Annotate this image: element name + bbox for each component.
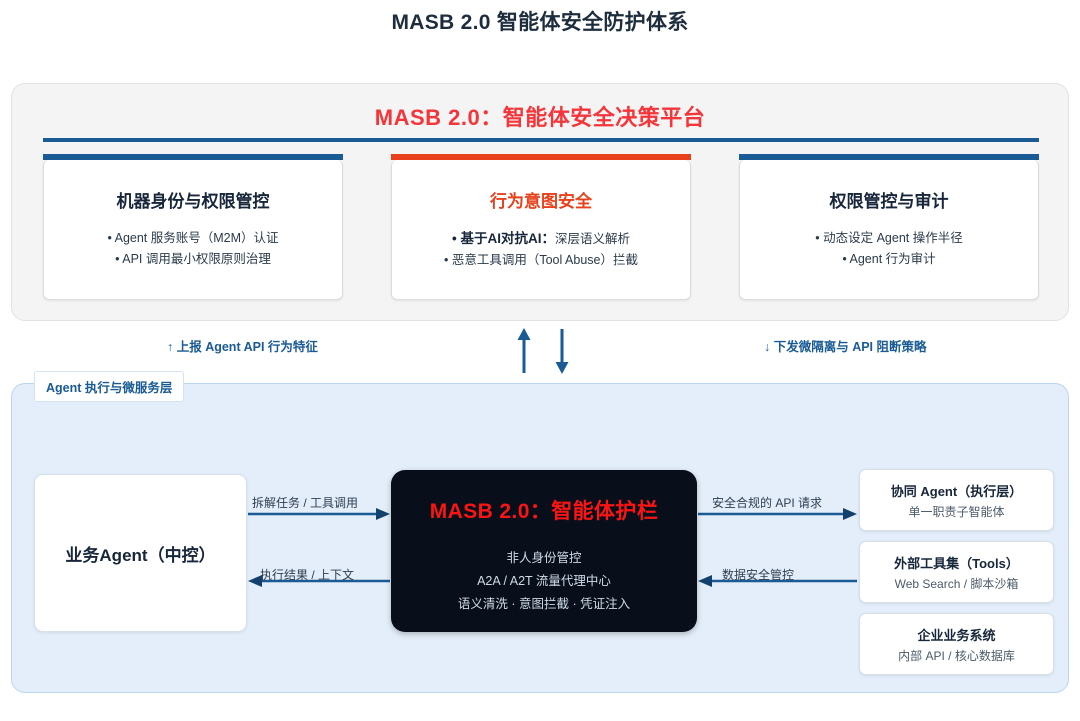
exec-layer-panel: Agent 执行与微服务层 拆解任务 / 工具调用 执行结果 / 上下文 安全合… xyxy=(11,371,1069,693)
box-title: 协同 Agent（执行层） xyxy=(890,483,1023,499)
card-bullet-strong: • 基于AI对抗AI： xyxy=(451,231,555,246)
guardrail-line: 非人身份管控 xyxy=(506,551,582,565)
card-title: 权限管控与审计 xyxy=(829,192,949,211)
card-title: 行为意图安全 xyxy=(490,192,592,211)
platform-title: MASB 2.0：智能体安全决策平台 xyxy=(374,105,706,130)
card-accent-bar xyxy=(739,154,1039,160)
card-bullets: • 动态设定 Agent 操作半径 • Agent 行为审计 xyxy=(815,228,962,269)
card-bullet: • API 调用最小权限原则治理 xyxy=(115,251,271,266)
card-title: 机器身份与权限管控 xyxy=(116,192,270,211)
box-collaborative-agent[interactable]: 协同 Agent（执行层） 单一职责子智能体 xyxy=(859,469,1054,531)
flow-label-compliant-api-request: 安全合规的 API 请求 xyxy=(712,496,823,510)
box-title: 企业业务系统 xyxy=(917,627,996,643)
card-bullet: • 动态设定 Agent 操作半径 xyxy=(815,231,963,245)
box-business-agent[interactable]: 业务Agent（中控） xyxy=(34,474,247,632)
card-bullet: • Agent 服务账号（M2M）认证 xyxy=(107,231,279,245)
exec-layer-tag: Agent 执行与微服务层 xyxy=(34,371,185,402)
box-subtitle: 单一职责子智能体 xyxy=(908,504,1005,519)
platform-cards-row: 机器身份与权限管控 • Agent 服务账号（M2M）认证 • API 调用最小… xyxy=(43,154,1039,300)
platform-card-behavior-intent[interactable]: 行为意图安全 • 基于AI对抗AI：深层语义解析 • 恶意工具调用（Tool A… xyxy=(391,154,691,300)
guardrail-detail-lines: 非人身份管控 A2A / A2T 流量代理中心 语义清洗 · 意图拦截 · 凭证… xyxy=(458,547,630,616)
page-title: MASB 2.0 智能体安全防护体系 xyxy=(391,11,689,34)
connector-middle-arrows xyxy=(505,327,585,375)
guardrail-title: MASB 2.0：智能体护栏 xyxy=(429,500,659,523)
guardrail-line: 语义清洗 · 意图拦截 · 凭证注入 xyxy=(457,597,631,612)
box-title: 外部工具集（Tools） xyxy=(894,555,1019,571)
arrow-up-icon xyxy=(517,328,531,373)
card-bullet: • 恶意工具调用（Tool Abuse）拦截 xyxy=(443,253,638,268)
card-bullets: • 基于AI对抗AI：深层语义解析 • 恶意工具调用（Tool Abuse）拦截 xyxy=(444,228,638,271)
box-subtitle: Web Search / 脚本沙箱 xyxy=(894,576,1019,591)
card-bullet-rest: 深层语义解析 xyxy=(554,232,630,246)
connector-label-downstream: ↓ 下发微隔离与 API 阻断策略 xyxy=(764,340,927,354)
card-bullet: • Agent 行为审计 xyxy=(842,251,936,266)
platform-card-permission-audit[interactable]: 权限管控与审计 • 动态设定 Agent 操作半径 • Agent 行为审计 xyxy=(739,154,1039,300)
connector-label-upstream: ↑ 上报 Agent API 行为特征 xyxy=(167,340,318,354)
platform-divider xyxy=(43,138,1039,142)
card-bullet: • 基于AI对抗AI：深层语义解析 xyxy=(444,228,638,250)
box-enterprise-systems[interactable]: 企业业务系统 内部 API / 核心数据库 xyxy=(859,613,1054,675)
platform-panel: MASB 2.0：智能体安全决策平台 机器身份与权限管控 • Agent 服务账… xyxy=(11,83,1069,321)
card-accent-bar xyxy=(391,154,691,160)
box-subtitle: 内部 API / 核心数据库 xyxy=(898,648,1015,663)
box-external-tools[interactable]: 外部工具集（Tools） Web Search / 脚本沙箱 xyxy=(859,541,1054,603)
flow-label-task-decomposition: 拆解任务 / 工具调用 xyxy=(252,496,359,510)
box-masb-guardrail[interactable]: MASB 2.0：智能体护栏 非人身份管控 A2A / A2T 流量代理中心 语… xyxy=(391,470,697,632)
platform-card-machine-identity[interactable]: 机器身份与权限管控 • Agent 服务账号（M2M）认证 • API 调用最小… xyxy=(43,154,343,300)
guardrail-line: A2A / A2T 流量代理中心 xyxy=(477,574,611,589)
flow-label-data-security-control: 数据安全管控 xyxy=(722,568,795,582)
connector-band: ↑ 上报 Agent API 行为特征 ↓ 下发微隔离与 API 阻断策略 xyxy=(0,325,1080,379)
flow-label-execution-result: 执行结果 / 上下文 xyxy=(260,568,355,582)
card-bullets: • Agent 服务账号（M2M）认证 • API 调用最小权限原则治理 xyxy=(107,228,278,269)
card-accent-bar xyxy=(43,154,343,160)
arrow-down-icon xyxy=(555,329,569,374)
